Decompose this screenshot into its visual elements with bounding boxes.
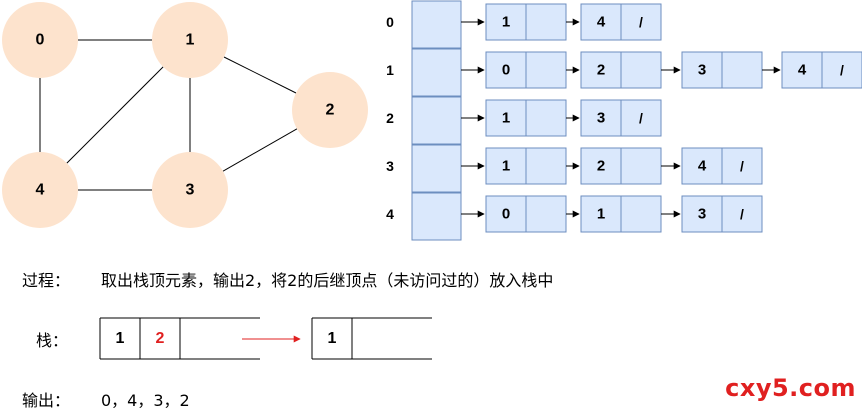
graph-node-label-2: 2 — [326, 102, 335, 119]
stack-item-1: 1 — [116, 330, 125, 347]
adj-head-cell-4 — [411, 192, 462, 241]
adj-node-data-cell — [485, 3, 527, 41]
adj-null-marker: / — [840, 62, 844, 78]
adj-node-value-3-2: 2 — [597, 158, 605, 175]
adj-node-next-cell — [620, 3, 662, 41]
graph-node-3 — [152, 152, 228, 228]
adj-node-data-cell — [485, 195, 527, 233]
stack-item-1: 1 — [328, 330, 337, 347]
adj-node-next-cell — [525, 51, 567, 89]
adj-null-marker: / — [639, 110, 643, 126]
output-label: 输出： — [22, 391, 71, 410]
adj-vertex-label-1: 1 — [386, 62, 394, 78]
graph-node-4 — [2, 152, 78, 228]
adj-node-next-cell — [525, 99, 567, 137]
graph-node-label-1: 1 — [186, 32, 195, 49]
adj-vertex-label-2: 2 — [386, 110, 394, 126]
adj-head-cell-1 — [411, 48, 462, 97]
adj-head-cell-3 — [411, 144, 462, 193]
adj-node-data-cell — [580, 147, 622, 185]
adj-node-value-0-1: 1 — [502, 14, 510, 31]
graph-node-label-0: 0 — [36, 32, 45, 49]
process-text: 取出栈顶元素，输出2，将2的后继顶点（未访问过的）放入栈中 — [101, 271, 554, 290]
stack-after: 1 — [311, 317, 432, 360]
graph-node-label-4: 4 — [36, 182, 45, 199]
output-value: 0，4，3，2 — [101, 391, 190, 410]
adj-node-next-cell — [525, 195, 567, 233]
adj-vertex-label-3: 3 — [386, 158, 394, 174]
graph-node-0 — [2, 2, 78, 78]
adj-node-value-1-4: 4 — [798, 62, 807, 79]
watermark: cxy5.com — [725, 374, 856, 402]
process-label: 过程： — [22, 271, 71, 290]
adj-node-value-3-1: 1 — [502, 158, 510, 175]
adj-node-value-4-1: 1 — [597, 206, 605, 223]
stack-label: 栈： — [36, 331, 69, 350]
adj-node-data-cell — [580, 99, 622, 137]
adj-node-value-1-3: 3 — [698, 62, 706, 79]
adj-node-data-cell — [681, 147, 723, 185]
adj-node-value-0-4: 4 — [597, 14, 606, 31]
graph-edge-1-4 — [66, 66, 164, 164]
adj-node-data-cell — [781, 51, 823, 89]
adj-node-value-4-0: 0 — [502, 206, 510, 223]
adj-node-value-4-3: 3 — [698, 206, 706, 223]
adj-node-next-cell — [721, 195, 763, 233]
adj-node-data-cell — [580, 195, 622, 233]
graph-node-label-3: 3 — [186, 182, 195, 199]
adj-node-data-cell — [580, 3, 622, 41]
adj-node-next-cell — [821, 51, 862, 89]
adj-null-marker: / — [740, 206, 744, 222]
graph-node-2 — [292, 72, 368, 148]
adj-vertex-label-4: 4 — [386, 206, 394, 222]
adj-node-next-cell — [721, 51, 763, 89]
adj-node-data-cell — [485, 147, 527, 185]
undirected-graph: 0 1 2 3 4 — [2, 2, 368, 228]
adj-node-next-cell — [525, 147, 567, 185]
graph-node-1 — [152, 2, 228, 78]
adj-node-next-cell — [525, 3, 567, 41]
adj-node-data-cell — [485, 51, 527, 89]
graph-edge-2-3 — [222, 128, 298, 172]
stack-item-2: 2 — [156, 330, 165, 347]
adj-node-data-cell — [681, 51, 723, 89]
adj-null-marker: / — [740, 158, 744, 174]
adj-node-next-cell — [721, 147, 763, 185]
adj-vertex-label-0: 0 — [386, 14, 394, 30]
adj-node-value-2-3: 3 — [597, 110, 605, 127]
adj-node-data-cell — [580, 51, 622, 89]
adj-node-value-1-0: 0 — [502, 62, 510, 79]
adj-head-cell-0 — [411, 0, 462, 49]
adj-node-next-cell — [620, 147, 662, 185]
adj-node-next-cell — [620, 195, 662, 233]
adj-node-value-3-4: 4 — [698, 158, 707, 175]
adj-node-value-1-2: 2 — [597, 62, 605, 79]
graph-edge-1-2 — [223, 56, 297, 94]
adj-node-data-cell — [485, 99, 527, 137]
adjacency-list: 0 1 4 / 1 0 2 3 4 / 2 1 3 / 3 1 2 4 / 4 0 1 3 / — [386, 0, 862, 241]
adj-node-value-2-1: 1 — [502, 110, 510, 127]
adj-node-next-cell — [620, 51, 662, 89]
adj-null-marker: / — [639, 14, 643, 30]
adj-head-cell-2 — [411, 96, 462, 145]
adj-node-next-cell — [620, 99, 662, 137]
